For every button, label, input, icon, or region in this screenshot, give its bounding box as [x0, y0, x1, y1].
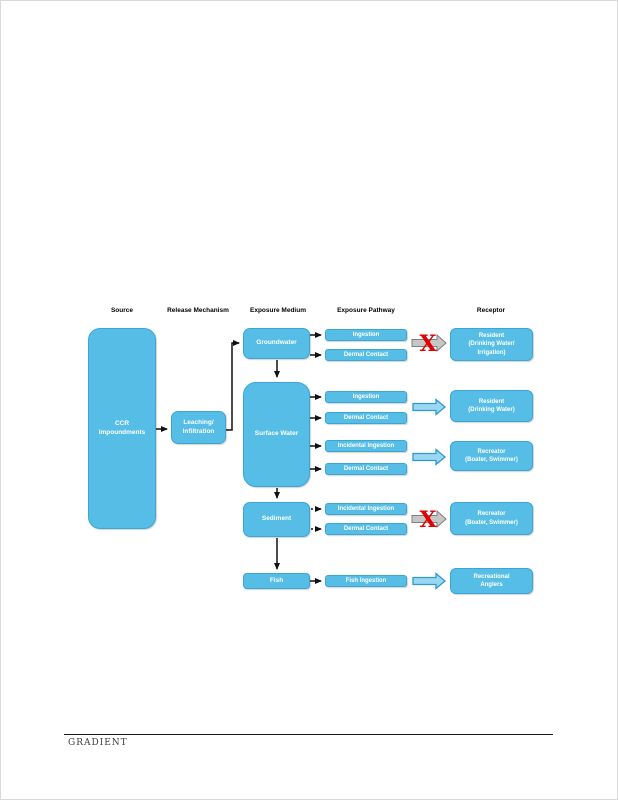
blocked-x-icon: X — [419, 331, 437, 357]
pathway-box-fish-ingestion: Fish Ingestion — [325, 575, 407, 587]
source-box-ccr-impoundments: CCR Impoundments — [88, 328, 156, 529]
receptor-box-recreator-2: Recreator (Boater, Swimmer) — [450, 502, 533, 535]
pathway-box-gw-ingestion: Ingestion — [325, 329, 407, 341]
blocked-arrow-sediment-recreator — [411, 509, 447, 529]
column-header-source: Source — [110, 307, 134, 314]
medium-box-fish: Fish — [243, 573, 310, 589]
medium-box-groundwater: Groundwater — [243, 328, 310, 359]
column-header-release-mechanism: Release Mechanism — [167, 307, 229, 314]
arrow-leaching-to-groundwater — [226, 340, 240, 431]
blocked-arrow-groundwater-resident — [411, 333, 447, 353]
pathway-box-sw-dermal-contact: Dermal Contact — [325, 412, 407, 424]
pathway-box-sw-ingestion: Ingestion — [325, 391, 407, 403]
medium-box-sediment: Sediment — [243, 502, 310, 537]
pathway-box-sed-incidental-ingestion: Incidental Ingestion — [325, 503, 407, 515]
release-box-leaching-infiltration: Leaching/ Infiltration — [171, 411, 226, 444]
receptor-box-resident-drinking-irrigation: Resident (Drinking Water/ Irrigation) — [450, 328, 533, 361]
receptor-box-recreator-1: Recreator (Boater, Swimmer) — [450, 441, 533, 471]
flow-arrow-sw-recreator — [412, 448, 447, 466]
pathway-box-sw-dermal-contact-2: Dermal Contact — [325, 463, 407, 475]
pathway-box-gw-dermal-contact: Dermal Contact — [325, 349, 407, 361]
receptor-box-recreational-anglers: Recreational Anglers — [450, 568, 533, 594]
pathway-box-sw-incidental-ingestion: Incidental Ingestion — [325, 440, 407, 452]
column-header-receptor: Receptor — [476, 307, 506, 314]
medium-box-surface-water: Surface Water — [243, 382, 310, 487]
blocked-x-icon: X — [419, 507, 437, 533]
footer-rule — [64, 734, 553, 735]
receptor-box-resident-drinking: Resident (Drinking Water) — [450, 390, 533, 422]
pathway-box-sed-dermal-contact: Dermal Contact — [325, 523, 407, 535]
column-header-exposure-pathway: Exposure Pathway — [337, 307, 395, 314]
column-header-exposure-medium: Exposure Medium — [250, 307, 306, 314]
flow-arrow-sw-resident — [412, 398, 447, 416]
flow-arrow-fish-anglers — [412, 572, 447, 590]
gradient-logo: GRADIENT — [68, 738, 128, 748]
